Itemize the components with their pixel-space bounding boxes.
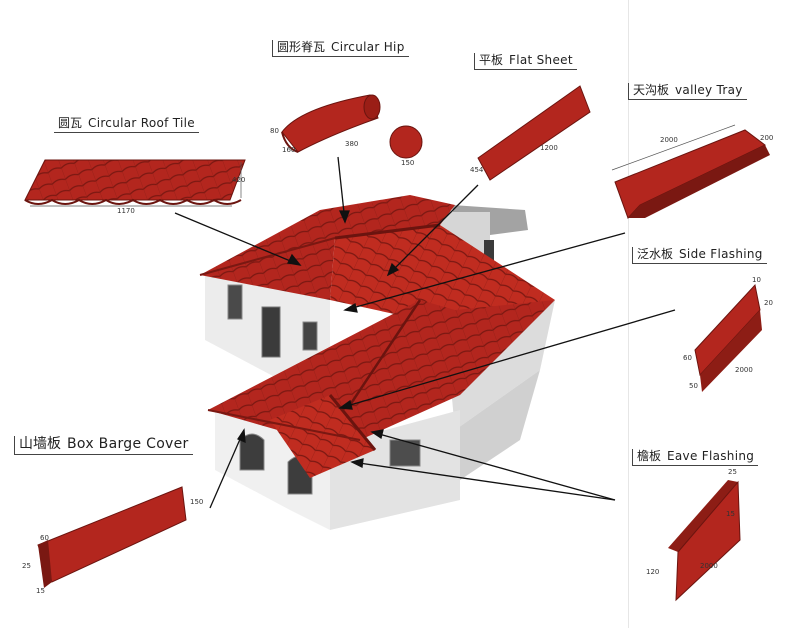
- circular-hip-graphic: 80 160 380 150: [270, 94, 423, 167]
- svg-text:10: 10: [752, 276, 761, 284]
- hip-end-cap: [389, 125, 423, 159]
- side-flashing-graphic: 10 20 60 50 2000: [683, 276, 773, 392]
- label-side-flashing: 泛水板 Side Flashing: [632, 247, 767, 264]
- svg-text:20: 20: [764, 299, 773, 307]
- label-eave-flashing: 檐板 Eave Flashing: [632, 449, 759, 466]
- label-en: valley Tray: [675, 83, 743, 97]
- page-fold-line: [628, 0, 629, 628]
- svg-text:1200: 1200: [540, 144, 558, 152]
- svg-text:160: 160: [282, 146, 295, 154]
- label-box-barge-cover: 山墙板 Box Barge Cover: [14, 436, 193, 455]
- eave-flashing-graphic: 25 15 120 2000: [646, 468, 741, 602]
- svg-text:50: 50: [689, 382, 698, 390]
- svg-text:2000: 2000: [660, 136, 678, 144]
- label-en: Side Flashing: [679, 247, 763, 261]
- upper-window-2: [302, 321, 318, 351]
- svg-text:80: 80: [270, 127, 279, 135]
- label-circular-roof-tile: 圆瓦 Circular Roof Tile: [54, 116, 199, 133]
- label-cn: 檐板: [637, 449, 662, 463]
- flat-sheet-graphic: 454 1200: [470, 85, 591, 181]
- svg-text:380: 380: [345, 140, 358, 148]
- label-circular-hip: 圆形脊瓦 Circular Hip: [272, 40, 409, 57]
- gable-dormer: [270, 395, 375, 478]
- valley-tray-graphic: 2000 200: [611, 124, 773, 219]
- svg-text:454: 454: [470, 166, 484, 174]
- svg-text:200: 200: [760, 134, 773, 142]
- pointer-lines: [174, 156, 676, 509]
- upper-roof: [200, 195, 455, 300]
- svg-text:60: 60: [683, 354, 692, 362]
- label-cn: 天沟板: [633, 83, 670, 97]
- svg-text:1170: 1170: [117, 207, 135, 215]
- svg-text:2000: 2000: [700, 562, 718, 570]
- svg-text:150: 150: [401, 159, 414, 167]
- label-en: Circular Roof Tile: [88, 116, 195, 130]
- upper-window-1: [227, 284, 243, 320]
- label-en: Flat Sheet: [509, 53, 573, 67]
- svg-text:15: 15: [726, 510, 735, 518]
- lower-roof: [208, 300, 555, 445]
- svg-text:60: 60: [40, 534, 49, 542]
- svg-text:150: 150: [190, 498, 203, 506]
- label-en: Box Barge Cover: [67, 436, 189, 452]
- svg-text:25: 25: [728, 468, 737, 476]
- label-cn: 圆瓦: [58, 116, 83, 130]
- box-barge-cover-graphic: 60 25 15 150: [22, 486, 203, 595]
- circular-roof-tile-graphic: 1170 420: [24, 159, 246, 215]
- label-cn: 平板: [479, 53, 504, 67]
- label-cn: 山墙板: [19, 436, 61, 452]
- label-cn: 圆形脊瓦: [277, 40, 326, 54]
- label-en: Eave Flashing: [667, 449, 755, 463]
- svg-text:2000: 2000: [735, 366, 753, 374]
- label-cn: 泛水板: [637, 247, 674, 261]
- upper-roof-right: [330, 225, 555, 325]
- label-valley-tray: 天沟板 valley Tray: [628, 83, 747, 100]
- svg-text:15: 15: [36, 587, 45, 595]
- upper-door: [261, 306, 281, 358]
- label-flat-sheet: 平板 Flat Sheet: [474, 53, 577, 70]
- svg-text:420: 420: [232, 176, 245, 184]
- svg-text:25: 25: [22, 562, 31, 570]
- label-en: Circular Hip: [331, 40, 405, 54]
- svg-text:120: 120: [646, 568, 659, 576]
